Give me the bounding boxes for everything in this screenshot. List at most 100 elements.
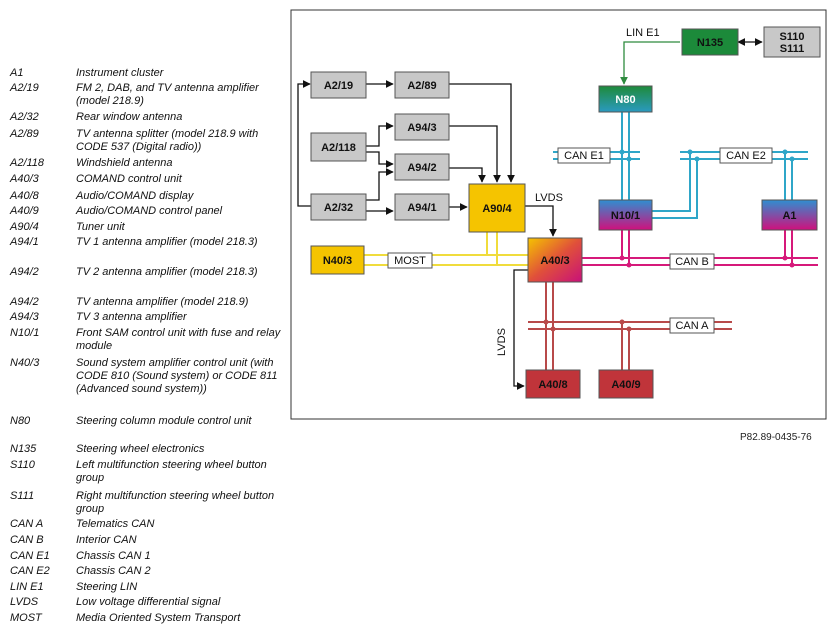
box-a94-3: A94/3 bbox=[394, 113, 450, 141]
box-n10-1: N10/1 bbox=[598, 199, 653, 231]
legend-code: A40/9 bbox=[10, 205, 39, 217]
can-b-junctions bbox=[619, 255, 795, 268]
legend-code: A1 bbox=[10, 67, 24, 79]
legend-code: N10/1 bbox=[10, 327, 40, 339]
legend-description: Steering column module control unit bbox=[76, 415, 252, 427]
box-a2-118: A2/118 bbox=[310, 132, 367, 162]
box-a1: A1 bbox=[761, 199, 818, 231]
label-can-b: CAN B bbox=[669, 253, 715, 270]
svg-text:A40/9: A40/9 bbox=[611, 379, 640, 391]
legend-description: Low voltage differential signal bbox=[76, 596, 221, 608]
legend-description: Front SAM control unit with fuse and rel… bbox=[76, 327, 281, 352]
legend-code: A40/3 bbox=[10, 173, 39, 185]
svg-text:A94/1: A94/1 bbox=[407, 202, 436, 214]
legend-code: A40/8 bbox=[10, 190, 39, 202]
legend-code: S111 bbox=[10, 490, 35, 502]
label-can-e1: CAN E1 bbox=[557, 147, 611, 164]
box-a94-2: A94/2 bbox=[394, 153, 450, 181]
legend-code: A2/118 bbox=[10, 157, 45, 169]
box-n135: N135 bbox=[681, 28, 739, 56]
legend-description: TV 2 antenna amplifier (model 218.3) bbox=[76, 266, 258, 278]
svg-text:A2/89: A2/89 bbox=[407, 80, 436, 92]
legend-code: MOST bbox=[10, 612, 42, 624]
legend-description: Steering wheel electronics bbox=[76, 443, 205, 455]
svg-text:LVDS: LVDS bbox=[496, 328, 508, 356]
can-e1-junctions bbox=[619, 149, 632, 162]
box-n40-3: N40/3 bbox=[310, 245, 365, 275]
legend-description: TV 3 antenna amplifier bbox=[76, 311, 187, 323]
label-can-e2: CAN E2 bbox=[719, 147, 773, 164]
legend-description: TV 1 antenna amplifier (model 218.3) bbox=[76, 236, 258, 248]
box-a2-89: A2/89 bbox=[394, 71, 450, 99]
svg-text:N40/3: N40/3 bbox=[323, 255, 352, 267]
legend-code: S110 bbox=[10, 459, 35, 471]
lin-e1-bus bbox=[620, 41, 680, 85]
legend-code: A2/32 bbox=[10, 111, 39, 123]
legend-description: TV antenna splitter (model 218.9 with CO… bbox=[76, 128, 259, 153]
label-most: MOST bbox=[387, 252, 433, 269]
svg-text:LVDS: LVDS bbox=[535, 192, 563, 204]
legend-code: LIN E1 bbox=[10, 581, 44, 593]
box-a2-32: A2/32 bbox=[310, 193, 367, 221]
svg-text:A2/118: A2/118 bbox=[321, 142, 356, 154]
box-a40-9: A40/9 bbox=[598, 369, 654, 399]
legend-code: N80 bbox=[10, 415, 31, 427]
label-lin-e1: LIN E1 bbox=[626, 27, 660, 39]
legend-code: A94/1 bbox=[10, 236, 39, 248]
legend-description: TV antenna amplifier (model 218.9) bbox=[76, 296, 249, 308]
legend-description: Audio/COMAND display bbox=[76, 190, 194, 202]
svg-text:N80: N80 bbox=[615, 94, 635, 106]
box-s110-s111: S110 S111 bbox=[763, 26, 821, 58]
legend-code: CAN E2 bbox=[10, 565, 50, 577]
svg-text:A40/8: A40/8 bbox=[538, 379, 567, 391]
legend-description: Instrument cluster bbox=[76, 67, 164, 79]
can-e2-junctions bbox=[687, 149, 795, 162]
legend-code: A90/4 bbox=[10, 221, 39, 233]
legend-code: A94/2 bbox=[10, 266, 39, 278]
box-n80: N80 bbox=[598, 85, 653, 113]
legend-description: FM 2, DAB, and TV antenna amplifier (mod… bbox=[76, 82, 259, 107]
svg-text:A90/4: A90/4 bbox=[482, 203, 512, 215]
diagram-frame bbox=[290, 9, 827, 420]
svg-text:A1: A1 bbox=[782, 210, 796, 222]
legend-code: A2/19 bbox=[10, 82, 39, 94]
legend-description: Left multifunction steering wheel button… bbox=[76, 459, 267, 484]
legend-code: CAN A bbox=[10, 518, 44, 530]
legend-description: Sound system amplifier control unit (wit… bbox=[76, 357, 278, 395]
svg-text:A2/19: A2/19 bbox=[324, 80, 353, 92]
svg-text:A40/3: A40/3 bbox=[540, 255, 569, 267]
svg-text:CAN A: CAN A bbox=[675, 320, 709, 332]
legend-description: COMAND control unit bbox=[76, 173, 182, 185]
svg-text:N135: N135 bbox=[697, 37, 723, 49]
svg-text:CAN E1: CAN E1 bbox=[564, 150, 604, 162]
svg-text:N10/1: N10/1 bbox=[611, 210, 640, 222]
can-a-junctions bbox=[543, 319, 632, 332]
legend-code: A2/89 bbox=[10, 128, 39, 140]
legend-code: N40/3 bbox=[10, 357, 40, 369]
label-lvds-top: LVDS bbox=[535, 192, 563, 204]
legend-description: Chassis CAN 2 bbox=[76, 565, 151, 577]
svg-text:CAN B: CAN B bbox=[675, 256, 709, 268]
legend-description: Tuner unit bbox=[76, 221, 125, 233]
box-a90-4: A90/4 bbox=[468, 183, 526, 233]
legend-description: Right multifunction steering wheel butto… bbox=[76, 490, 275, 515]
legend-code: LVDS bbox=[10, 596, 39, 608]
legend-description: Steering LIN bbox=[76, 581, 138, 593]
legend-description: Telematics CAN bbox=[76, 518, 155, 530]
svg-text:LIN E1: LIN E1 bbox=[626, 27, 660, 39]
box-a94-1: A94/1 bbox=[394, 193, 450, 221]
box-a40-3: A40/3 bbox=[527, 237, 583, 283]
legend-description: Interior CAN bbox=[76, 534, 137, 546]
legend-code: CAN E1 bbox=[10, 550, 50, 562]
legend-description: Chassis CAN 1 bbox=[76, 550, 151, 562]
box-a2-19: A2/19 bbox=[310, 71, 367, 99]
legend-description: Media Oriented System Transport bbox=[76, 612, 241, 624]
label-can-a: CAN A bbox=[669, 317, 715, 334]
legend-description: Rear window antenna bbox=[76, 111, 183, 123]
legend-code: N135 bbox=[10, 443, 37, 455]
antenna-signal-lines bbox=[297, 80, 557, 390]
label-lvds-side: LVDS bbox=[496, 328, 508, 356]
legend-code: CAN B bbox=[10, 534, 44, 546]
